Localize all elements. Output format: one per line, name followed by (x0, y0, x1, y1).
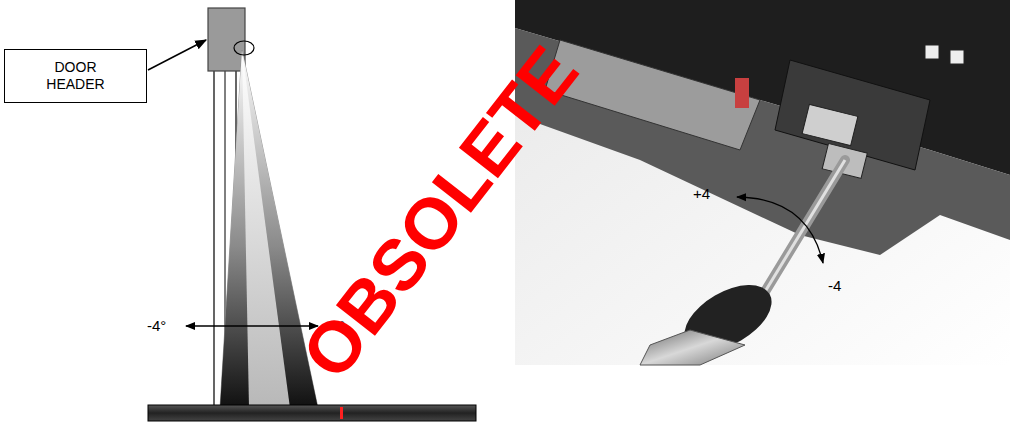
adjustment-photo (515, 0, 1010, 365)
door-header (208, 8, 245, 71)
photo-ground (515, 0, 1010, 365)
callout-box: DOOR HEADER (4, 49, 147, 103)
sensor-lens (234, 41, 254, 55)
beam-edge (220, 50, 249, 408)
screwdriver-shaft (760, 160, 845, 300)
rotation-label: +4 (693, 185, 710, 202)
floor-mark (340, 407, 343, 419)
callout-text: DOOR HEADER (36, 59, 116, 93)
watermark: OBSOLETE (285, 30, 594, 393)
screwdriver-handle (640, 330, 745, 365)
rotation-arrow (737, 197, 823, 263)
dip-switch (802, 104, 858, 145)
rotation-label: -4 (828, 277, 841, 294)
wire (735, 78, 749, 108)
housing-side (515, 28, 1010, 255)
connector (925, 45, 939, 59)
pointer-arrow (148, 40, 206, 70)
connector (950, 50, 964, 64)
floor (148, 405, 476, 421)
angle-label: -4° (147, 317, 166, 334)
screwdriver-shaft (760, 160, 845, 300)
